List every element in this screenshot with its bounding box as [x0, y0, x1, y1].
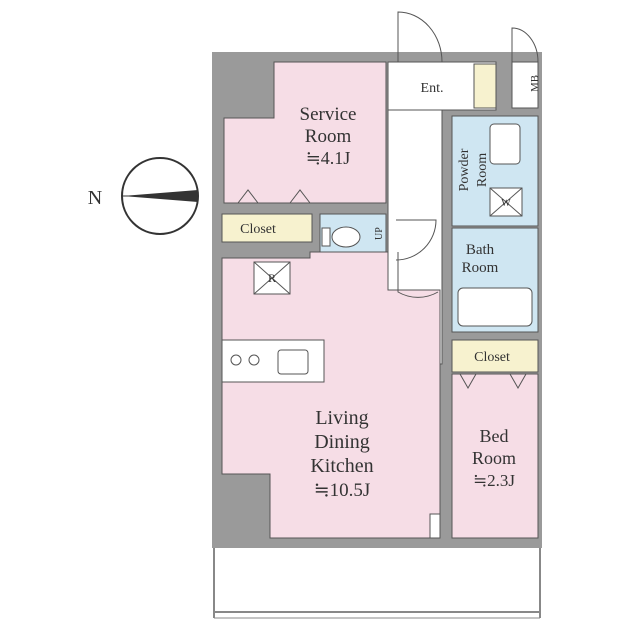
doors — [237, 11, 539, 390]
bed-room-name-2: Room — [472, 448, 516, 468]
bed-closet-door-b — [509, 373, 527, 390]
closet-right-floor — [451, 339, 539, 373]
ldk-name-1: Living — [315, 407, 368, 429]
service-room-name-2: Room — [305, 126, 352, 147]
labels: Service Room ≒4.1J Closet UP R Ent. MB P… — [240, 75, 541, 501]
stove-burner-icon — [248, 354, 260, 366]
toilet-door — [395, 219, 437, 261]
ldk-floor — [221, 251, 441, 539]
washer-label: W — [501, 198, 511, 209]
service-room-size: ≒4.1J — [306, 148, 351, 168]
compass-north-label: N — [88, 187, 102, 209]
stove-burner-icon — [230, 354, 242, 366]
bed-room-floor — [451, 373, 539, 539]
bath-room-name-1: Bath — [466, 242, 495, 258]
powder-room-name-1: Powder — [457, 148, 472, 191]
service-room-floor — [223, 61, 387, 204]
ldk-name-3: Kitchen — [310, 455, 373, 477]
bathtub-icon — [457, 287, 533, 327]
entrance-label: Ent. — [421, 81, 444, 96]
shoe-cabinet — [473, 63, 497, 109]
meter-box-area — [511, 61, 539, 109]
toilet-shelf-label: UP — [374, 227, 385, 240]
toilet-bowl-icon — [331, 226, 361, 248]
bed-room-name-1: Bed — [480, 426, 509, 446]
mb-door — [511, 27, 539, 63]
meter-box-label: MB — [529, 75, 541, 92]
ldk-name-2: Dining — [314, 431, 370, 453]
balcony — [213, 548, 541, 619]
kitchen-sink-icon — [277, 349, 309, 375]
service-closet-door-b — [289, 189, 311, 204]
service-closet-door-a — [237, 189, 259, 204]
bed-room-size: ≒2.3J — [473, 471, 515, 490]
wash-basin-icon — [489, 123, 521, 165]
closet-right-label: Closet — [474, 350, 510, 365]
ldk-door — [397, 252, 439, 298]
ldk-size: ≒10.5J — [314, 480, 371, 501]
closet-left-label: Closet — [240, 222, 276, 237]
service-room-name-1: Service — [300, 104, 357, 125]
kitchen-counter — [221, 339, 325, 383]
fixtures — [221, 123, 533, 539]
compass-icon — [121, 157, 199, 235]
bath-room-name-2: Room — [462, 260, 499, 276]
fridge-label: R — [268, 271, 276, 285]
ldk-cabinet — [429, 513, 441, 539]
bed-closet-door-a — [459, 373, 477, 390]
closet-left-floor — [221, 213, 313, 243]
entrance-door — [397, 11, 443, 63]
powder-room-name-2: Room — [475, 153, 490, 187]
